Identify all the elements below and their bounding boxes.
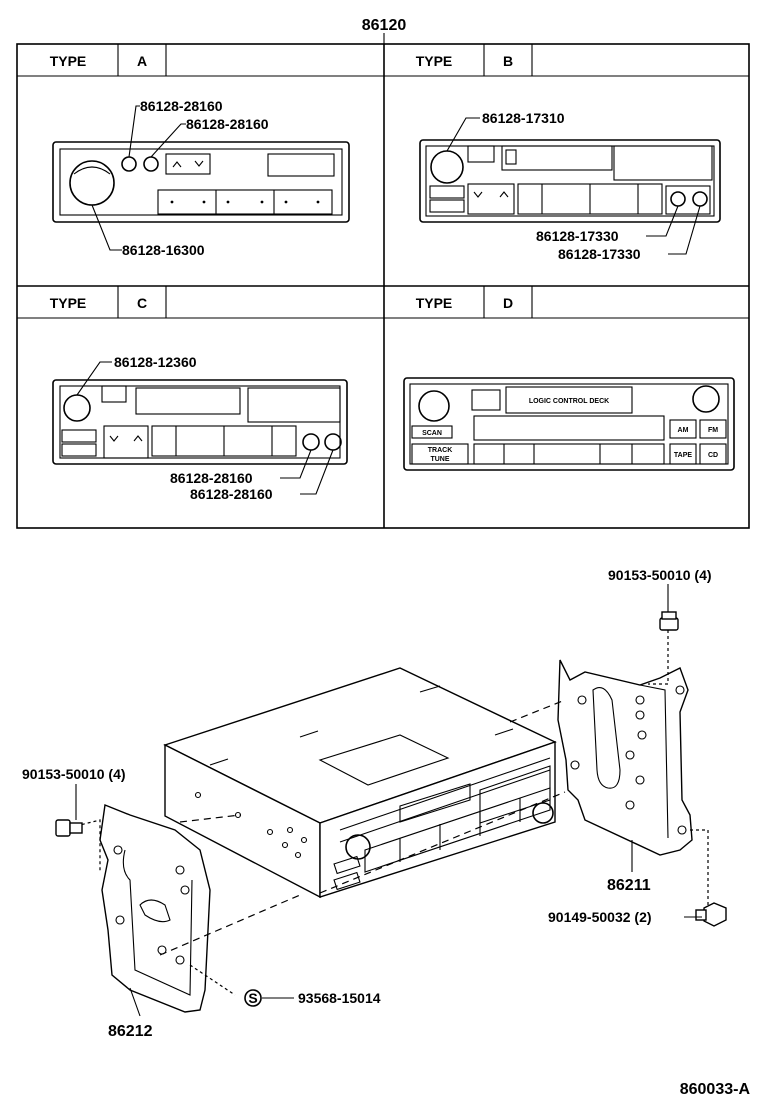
radio-face-type-c: [52, 379, 348, 465]
align-line-2: [179, 814, 241, 823]
leader-c1: [76, 361, 112, 396]
type-value-d: D: [503, 295, 513, 311]
bolt-upper-right: [659, 611, 679, 631]
part-label-c1: 86128-12360: [114, 354, 197, 370]
panel-d-tune-text: TUNE: [430, 456, 449, 463]
part-label-c3: 86128-28160: [190, 486, 273, 502]
panel-d-fm-text: FM: [708, 427, 718, 434]
bolt-left: [55, 819, 83, 837]
bolt-path-lower: [690, 829, 709, 905]
radio-face-type-b: [419, 139, 721, 223]
left-bracket: [99, 804, 211, 1013]
label-bolt-left: 90153-50010 (4): [22, 766, 126, 782]
panel-d-tape-text: TAPE: [674, 452, 692, 459]
bolt-lower-right: [695, 902, 727, 927]
type-value-c: C: [137, 295, 147, 311]
leader-b1: [446, 117, 480, 152]
label-bolt-upper-right: 90153-50010 (4): [608, 567, 712, 583]
part-label-c2: 86128-28160: [170, 470, 253, 486]
label-bolt-lower-right: 90149-50032 (2): [548, 909, 652, 925]
align-line-1: [509, 699, 566, 723]
type-label-a: TYPE: [50, 53, 87, 69]
screw-s: [244, 989, 262, 1007]
leader-b3: [668, 205, 701, 255]
leader-a3: [91, 204, 122, 251]
align-line-3: [319, 791, 566, 894]
radio-unit: [163, 667, 557, 899]
part-label-a1: 86128-28160: [140, 98, 223, 114]
panel-d-scan-text: SCAN: [422, 430, 442, 437]
label-bracket-right: 86211: [607, 877, 651, 894]
leader-bracket-left: [129, 987, 141, 1017]
leader-a2: [150, 123, 186, 158]
type-label-c: TYPE: [50, 295, 87, 311]
leader-c3: [300, 449, 334, 495]
part-label-a2: 86128-28160: [186, 116, 269, 132]
type-value-a: A: [137, 53, 147, 69]
radio-face-type-a: [52, 141, 350, 223]
panel-d-cd-text: CD: [708, 452, 718, 459]
label-screw: 93568-15014: [298, 990, 381, 1006]
leader-c2: [280, 449, 312, 479]
type-table: [16, 43, 750, 529]
align-line-4: [159, 894, 301, 956]
part-label-b1: 86128-17310: [482, 110, 565, 126]
panel-d-am-text: AM: [678, 427, 689, 434]
screw-symbol: S: [248, 990, 257, 1006]
type-label-b: TYPE: [416, 53, 453, 69]
leader-b2: [646, 205, 679, 237]
right-bracket: [557, 659, 693, 856]
bolt-path-left: [75, 819, 101, 872]
label-bracket-left: 86212: [108, 1023, 153, 1040]
bolt-path-upper: [648, 630, 669, 685]
part-label-b3: 86128-17330: [558, 246, 641, 262]
type-label-d: TYPE: [416, 295, 453, 311]
radio-face-type-d: [403, 377, 735, 471]
title-part-number: 86120: [362, 17, 407, 34]
figure-code: 860033-A: [680, 1081, 751, 1098]
part-label-b2: 86128-17330: [536, 228, 619, 244]
leader-a1: [128, 105, 140, 158]
panel-d-logic-text: LOGIC CONTROL DECK: [529, 398, 609, 405]
panel-d-track-text: TRACK: [428, 447, 453, 454]
part-label-a3: 86128-16300: [122, 242, 205, 258]
type-value-b: B: [503, 53, 513, 69]
